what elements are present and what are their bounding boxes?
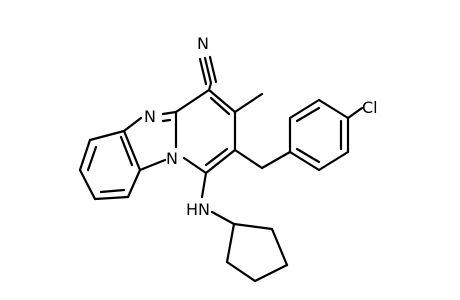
bond-c4a-n-inner [161, 118, 172, 123]
bond-nitrile-1 [198, 57, 208, 86]
bond-ar-6 [288, 150, 321, 172]
bond-benz-4-inner [99, 188, 126, 194]
bond-benz-1 [88, 129, 126, 142]
bond-ar-2-inner [295, 106, 321, 123]
bond-cp-3 [253, 263, 289, 283]
bond-benz-5 [126, 168, 142, 199]
bond-n-benz [122, 116, 143, 133]
bonds [78, 55, 364, 283]
bond-c4-c3-inner [209, 96, 231, 116]
bond-benz-2 [78, 138, 92, 172]
bond-c2-ch2 [233, 148, 264, 170]
bond-nitrile-3 [208, 55, 218, 84]
atom-nitrile-n: N [197, 34, 209, 53]
bond-c1-n [182, 156, 208, 175]
bond-benz-fuse [122, 129, 142, 172]
bond-benz-3 [78, 168, 97, 201]
bond-cp-1 [225, 222, 236, 264]
bond-c4-c3 [207, 88, 237, 114]
atom-chlorine: Cl [362, 98, 378, 117]
bond-nh-cp [210, 210, 236, 226]
bond-benz-6-inner [119, 135, 134, 167]
atom-labels: N N N Cl HN [144, 34, 378, 219]
bond-benz-2-inner [86, 145, 98, 172]
bond-ch2-ar [260, 150, 292, 170]
bond-cp-2 [225, 260, 257, 283]
atom-amine-hn: HN [186, 200, 210, 219]
bond-cp-4 [270, 227, 289, 267]
bond-benz-n-bridge [138, 158, 167, 172]
bond-ar-3 [317, 98, 350, 120]
bond-cp-5 [232, 222, 274, 231]
bond-c4a-n [161, 110, 178, 116]
bond-nitrile-2 [203, 56, 213, 85]
atom-imidazole-n: N [144, 107, 156, 126]
atom-bridgehead-n: N [166, 149, 178, 168]
bond-c1-nh [200, 171, 208, 199]
bond-ar-2 [288, 98, 321, 120]
bond-c4-cn [207, 81, 213, 92]
bond-benz-4 [93, 195, 130, 201]
bond-methyl [233, 92, 264, 114]
bond-c2-c1 [204, 148, 237, 175]
bond-c2-c1-inner [204, 147, 229, 167]
bond-ar-cl [346, 106, 364, 120]
bond-ar-5 [317, 150, 350, 172]
bond-c4-c4a [174, 88, 211, 114]
bond-ar-6-inner [295, 147, 321, 164]
